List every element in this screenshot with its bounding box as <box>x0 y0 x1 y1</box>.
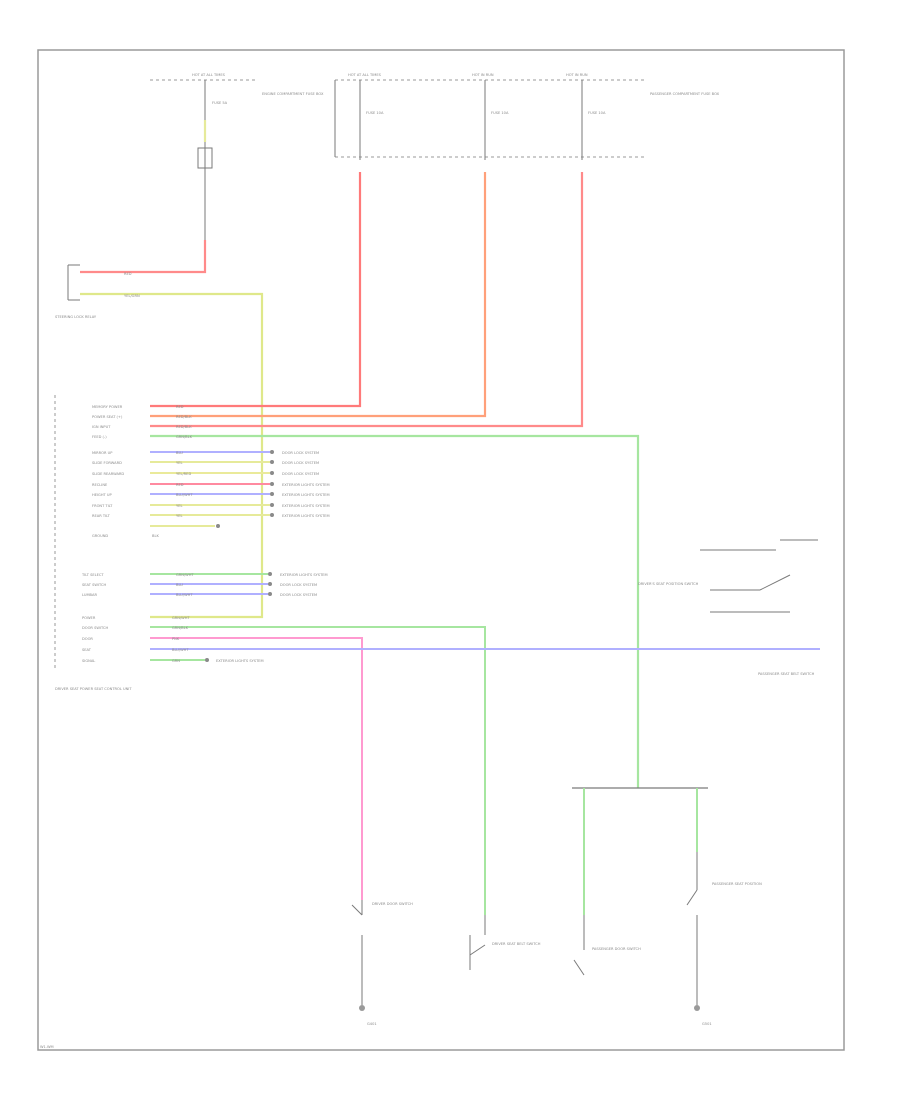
wire-group <box>80 120 820 915</box>
pin-label: FEED (-) <box>92 435 107 439</box>
wire-color: YEL <box>176 461 182 465</box>
component-label: PASSENGER SEAT POSITION <box>712 882 762 886</box>
component-label: DRIVER DOOR SWITCH <box>372 902 413 906</box>
fuse-title-3: HOT IN RUN <box>472 73 494 77</box>
pin-label: MIRROR UP <box>92 451 113 455</box>
footer-code: W1.WM <box>40 1045 54 1049</box>
wire-red-fuse4 <box>150 172 584 428</box>
pin-label: RECLINE <box>92 483 108 487</box>
wire-color: RED/BLK <box>176 425 192 429</box>
ground-label: G401 <box>367 1022 377 1026</box>
pin-label: SIGNAL <box>82 659 95 663</box>
wire-red-fuse2 <box>150 172 362 408</box>
mid-connector: TILT SELECT SEAT SWITCH LUMBAR GRN/WHT B… <box>81 572 328 597</box>
fuse-box-top: HOT AT ALL TIMES HOT AT ALL TIMES HOT IN… <box>150 73 720 160</box>
pin-label: DOOR <box>82 637 93 641</box>
component-label: DRIVER SEAT BELT SWITCH <box>492 942 541 946</box>
pin-label: IGN INPUT <box>92 425 111 429</box>
wire-red-relay <box>80 240 207 274</box>
wire-color: GRN/BLK <box>172 626 189 630</box>
wire-color: BLU <box>176 583 183 587</box>
pin-label: POWER <box>82 616 96 620</box>
system-note: DOOR LOCK SYSTEM <box>282 472 319 476</box>
pin-label: GROUND <box>92 534 108 538</box>
system-note: DOOR LOCK SYSTEM <box>282 451 319 455</box>
ground-label: G501 <box>702 1022 712 1026</box>
pin-label: LUMBAR <box>82 593 97 597</box>
system-note: EXTERIOR LIGHTS SYSTEM <box>282 483 330 487</box>
steering-lock-relay: STEERING LOCK RELAY RED YEL/GRN <box>55 142 213 319</box>
wire-color: RED <box>176 405 184 409</box>
fuse-rating-3: FUSE 10A <box>491 111 509 115</box>
system-note: EXTERIOR LIGHTS SYSTEM <box>282 514 330 518</box>
wire-color: GRN/BLK <box>176 435 193 439</box>
wire-color: BLU <box>176 451 183 455</box>
module-label: DRIVER SEAT POWER SEAT CONTROL UNIT <box>55 687 132 691</box>
pin-label: POWER SEAT (+) <box>92 415 123 419</box>
system-note: DOOR LOCK SYSTEM <box>280 583 317 587</box>
wire-yelgrn-relay <box>80 292 264 619</box>
pin-label: SEAT <box>82 648 92 652</box>
seat-control-unit: DRIVER SEAT POWER SEAT CONTROL UNIT <box>54 395 132 691</box>
system-notes: DOOR LOCK SYSTEM DOOR LOCK SYSTEM DOOR L… <box>216 450 330 528</box>
system-note: DOOR LOCK SYSTEM <box>282 461 319 465</box>
fuse-box-label-engine: ENGINE COMPARTMENT FUSE BOX <box>262 92 324 96</box>
pin-label: SLIDE REARWARD <box>92 472 124 476</box>
switch-label: DRIVER'S SEAT POSITION SWITCH <box>638 582 699 586</box>
pin-label: FRONT TILT <box>92 504 113 508</box>
pin-label: SLIDE FORWARD <box>92 461 122 465</box>
wire-label-yelgrn: YEL/GRN <box>124 294 140 298</box>
wire-color: PNK <box>172 637 180 641</box>
pin-label: MEMORY POWER <box>92 405 123 409</box>
wire-green-door <box>150 626 486 915</box>
diagram-frame <box>37 49 845 1051</box>
wire-pink-door <box>150 637 363 900</box>
wire-color: BLU/WHT <box>172 648 189 652</box>
wire-color: YEL/RED <box>176 472 191 476</box>
pin-label: HEIGHT UP <box>92 493 112 497</box>
wire-label-red: RED <box>124 272 132 276</box>
wire-color: YEL <box>176 504 182 508</box>
system-note: EXTERIOR LIGHTS SYSTEM <box>282 493 330 497</box>
fuse-title-1: HOT AT ALL TIMES <box>192 73 226 77</box>
lower-connector: POWER DOOR SWITCH DOOR SEAT SIGNAL GRN/W… <box>82 616 264 663</box>
wire-color: BLK <box>152 534 159 538</box>
fuse-title-2: HOT AT ALL TIMES <box>348 73 382 77</box>
fuse-rating-2: FUSE 10A <box>366 111 384 115</box>
wire-orange-fuse3 <box>150 172 487 418</box>
left-connector-labels: MEMORY POWER POWER SEAT (+) IGN INPUT FE… <box>92 405 193 538</box>
system-note: EXTERIOR LIGHTS SYSTEM <box>216 659 264 663</box>
fuse-title-4: HOT IN RUN <box>566 73 588 77</box>
bottom-components: DRIVER DOOR SWITCH DRIVER SEAT BELT SWIT… <box>351 852 762 1026</box>
wire-color: GRN/WHT <box>176 573 194 577</box>
fuse-rating-4: FUSE 10A <box>588 111 606 115</box>
pin-label: DOOR SWITCH <box>82 626 108 630</box>
system-note: EXTERIOR LIGHTS SYSTEM <box>282 504 330 508</box>
right-switch-area: DRIVER'S SEAT POSITION SWITCH PASSENGER … <box>638 539 818 676</box>
wire-color: RED/BLK <box>176 415 192 419</box>
component-label: PASSENGER DOOR SWITCH <box>592 947 641 951</box>
wire-green-feed <box>150 434 640 788</box>
system-note: EXTERIOR LIGHTS SYSTEM <box>280 573 328 577</box>
pin-label: REAR TILT <box>92 514 111 518</box>
wire-color: YEL <box>176 514 182 518</box>
pin-label: TILT SELECT <box>81 573 104 577</box>
wire-color: RED <box>176 483 184 487</box>
fuse-rating-1: FUSE 5A <box>212 101 228 105</box>
pin-label: SEAT SWITCH <box>82 583 106 587</box>
relay-label: STEERING LOCK RELAY <box>55 315 97 319</box>
wire-color: GRN <box>172 659 180 663</box>
wire-color: BLU/WHT <box>176 493 193 497</box>
wire-color: BLU/WHT <box>176 593 193 597</box>
wire-color: GRN/WHT <box>172 616 190 620</box>
fuse-box-label-passenger: PASSENGER COMPARTMENT FUSE BOX <box>650 92 720 96</box>
right-module-label: PASSENGER SEAT BELT SWITCH <box>758 672 815 676</box>
system-note: DOOR LOCK SYSTEM <box>280 593 317 597</box>
